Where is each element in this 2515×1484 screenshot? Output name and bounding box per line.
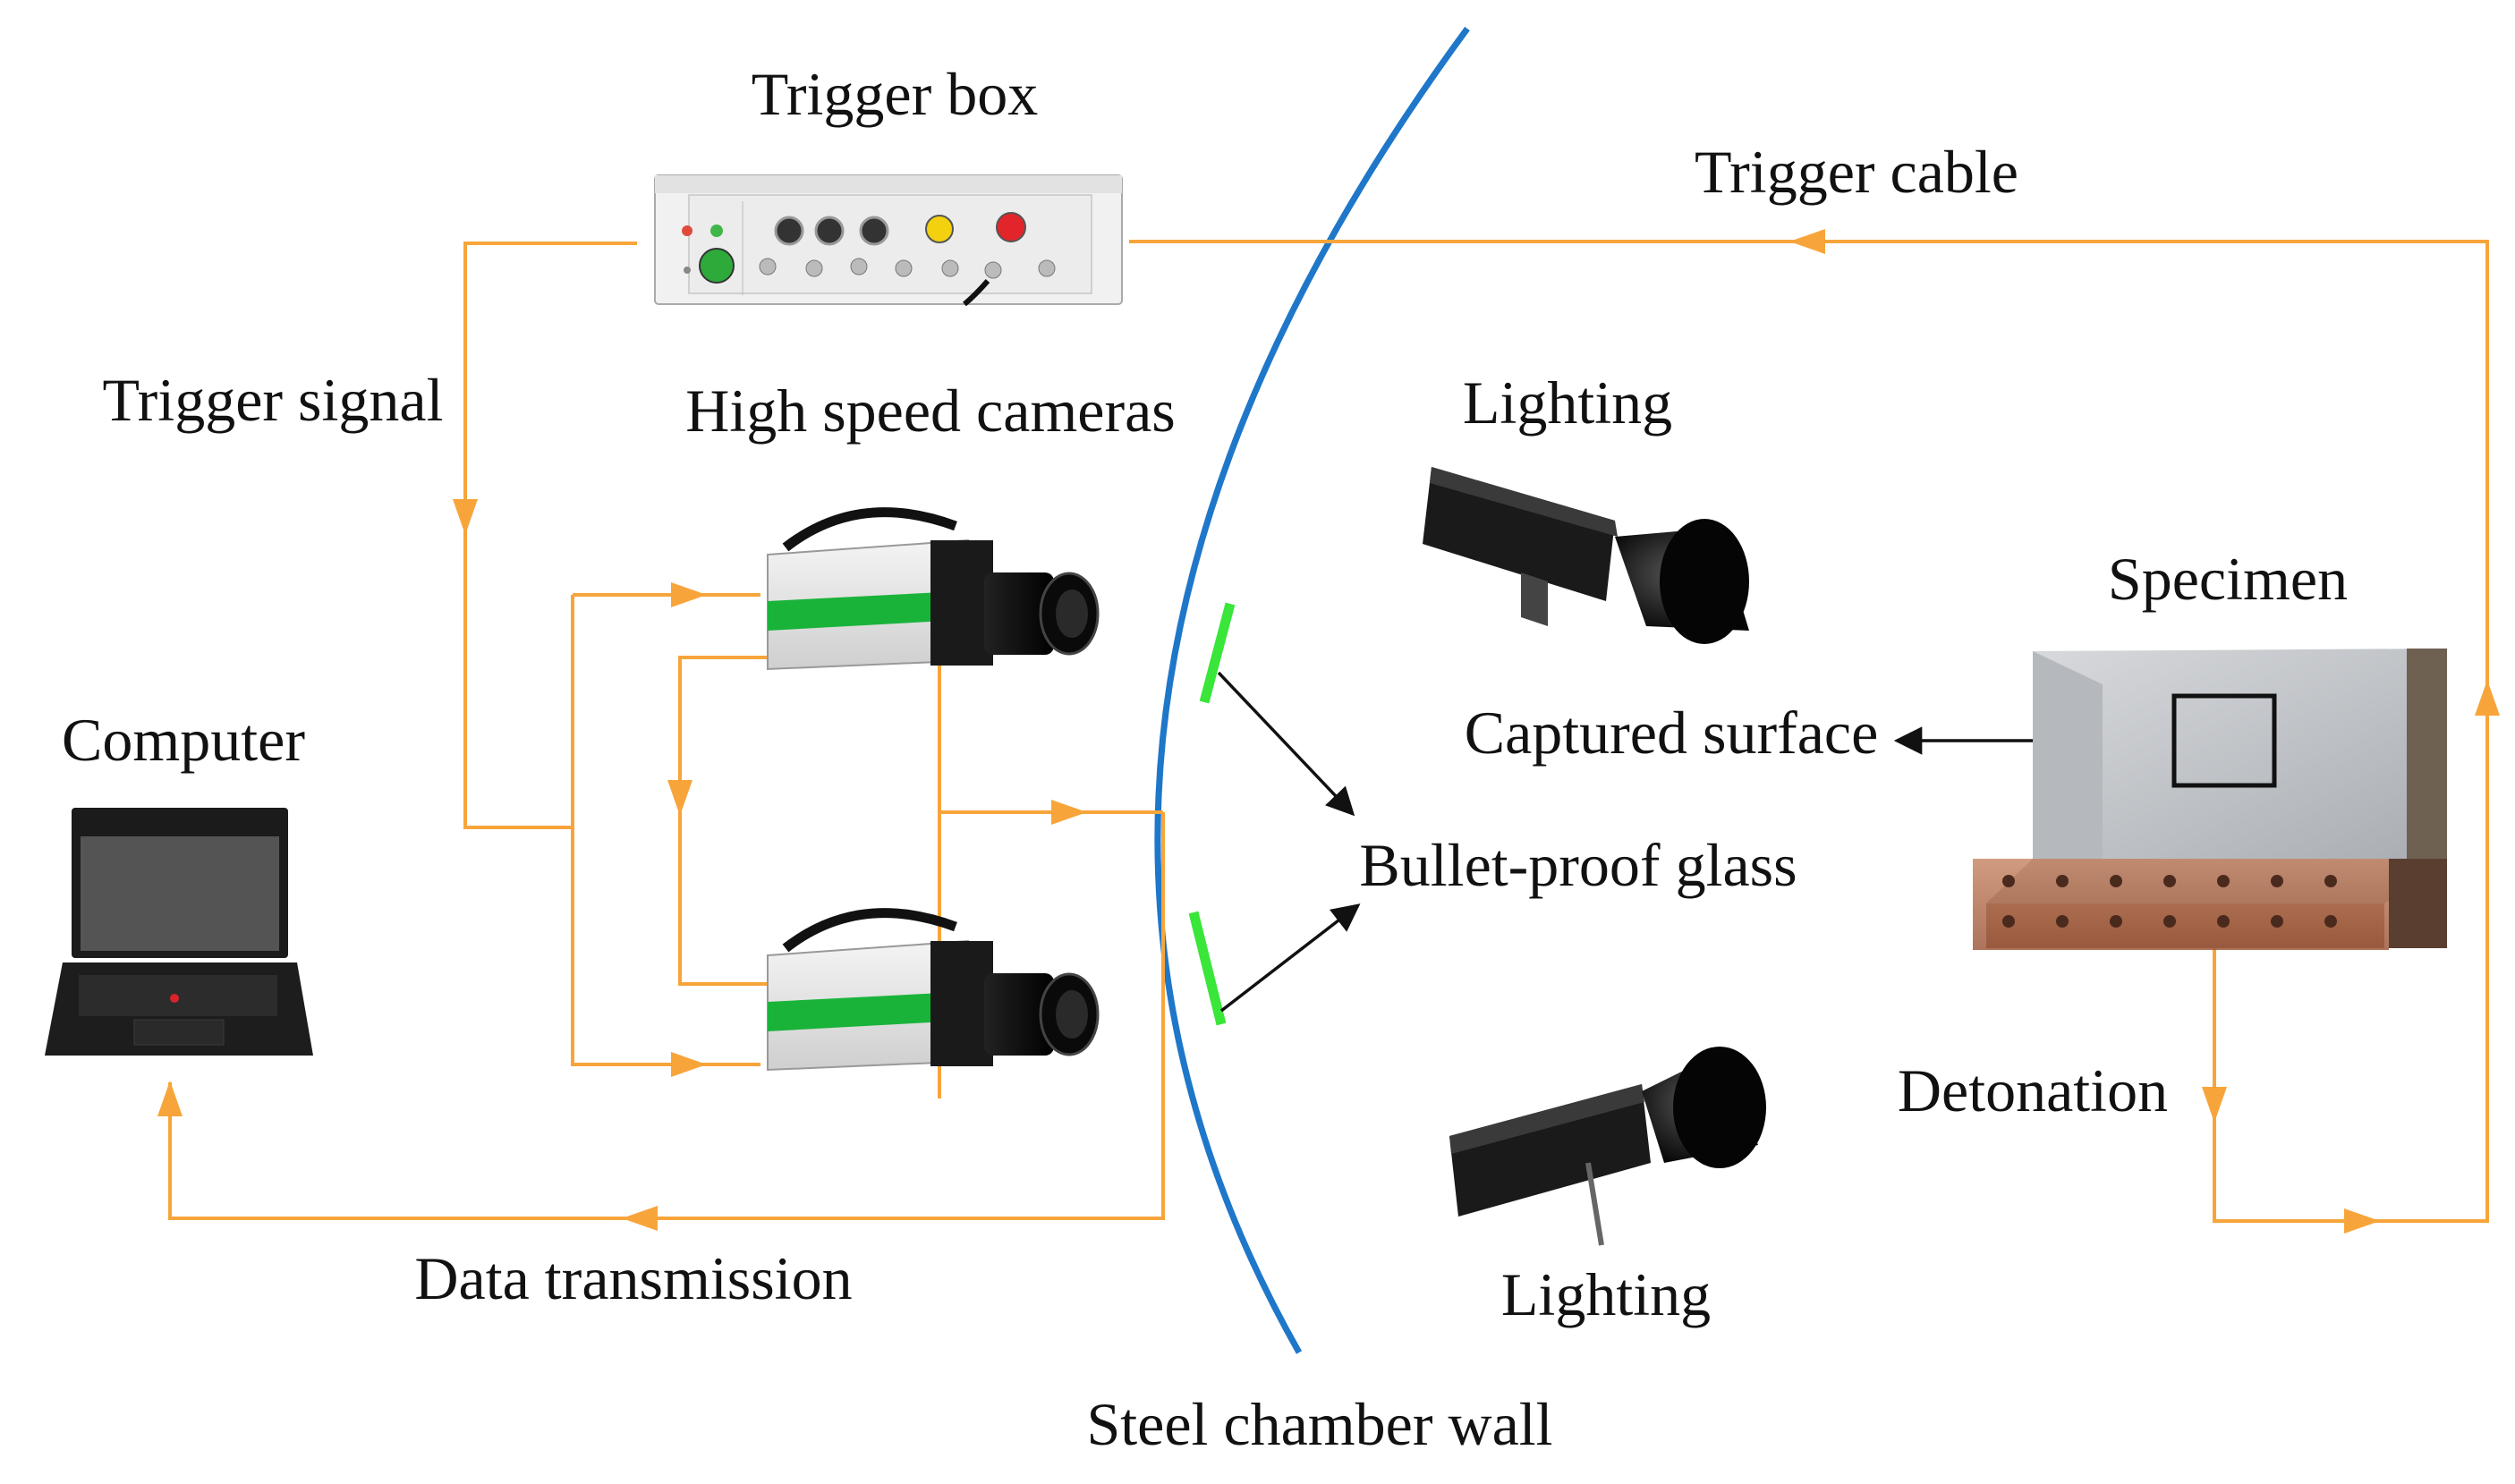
label-high-speed-cameras: High speed cameras xyxy=(685,377,1176,445)
label-captured-surface: Captured surface xyxy=(1465,699,1879,767)
glass-window-bottom xyxy=(1188,911,1227,1026)
label-computer: Computer xyxy=(62,706,305,774)
label-steel-chamber-wall: Steel chamber wall xyxy=(1086,1390,1552,1458)
label-lighting-top: Lighting xyxy=(1463,369,1672,437)
lighting-fixture-top xyxy=(1423,467,1749,644)
label-trigger-cable: Trigger cable xyxy=(1695,138,2018,206)
arrow-glass-top xyxy=(1217,671,1355,817)
signal-wires xyxy=(168,240,2489,1223)
label-detonation: Detonation xyxy=(1898,1056,2168,1124)
glass-window-top xyxy=(1199,602,1236,704)
captured-surface-box xyxy=(2171,693,2277,788)
arrow-glass-bottom xyxy=(1219,903,1361,1013)
lighting-fixture-bottom xyxy=(1449,1047,1766,1246)
label-trigger-box: Trigger box xyxy=(752,60,1039,128)
label-lighting-bottom: Lighting xyxy=(1501,1260,1711,1328)
high-speed-camera-top xyxy=(767,507,1100,671)
label-data-transmission: Data transmission xyxy=(414,1244,852,1312)
label-trigger-signal: Trigger signal xyxy=(103,366,444,434)
trigger-box xyxy=(654,174,1123,307)
high-speed-camera-bottom xyxy=(767,908,1100,1072)
steel-chamber-wall xyxy=(1154,26,1470,1354)
laptop-icon xyxy=(45,808,313,1056)
label-bullet-proof-glass: Bullet-proof glass xyxy=(1359,831,1797,899)
label-specimen: Specimen xyxy=(2108,545,2348,613)
specimen xyxy=(1973,649,2447,950)
signal-arrowheads xyxy=(157,229,2500,1234)
